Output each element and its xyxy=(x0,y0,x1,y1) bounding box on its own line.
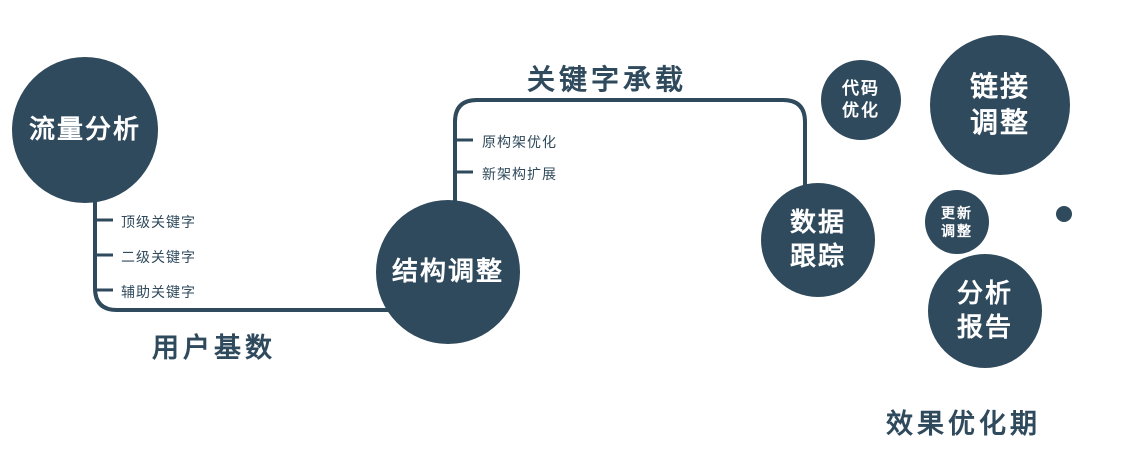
node-traffic-analysis-label: 流量分析 xyxy=(28,114,141,145)
tick-label-top-keyword: 顶级关键字 xyxy=(121,214,196,230)
node-traffic-analysis: 流量分析 xyxy=(12,57,158,203)
node-analysis-report: 分析 报告 xyxy=(928,254,1042,368)
node-link-adjustment: 链接 调整 xyxy=(930,35,1070,175)
caption-effect-optimization-period: 效果优化期 xyxy=(886,409,1041,439)
tick-label-auxiliary-keyword: 辅助关键字 xyxy=(121,284,196,300)
node-analysis-report-line2: 报告 xyxy=(956,312,1013,342)
edge-traffic-to-structure xyxy=(93,185,410,312)
dot-marker xyxy=(1056,206,1072,222)
node-update-adjustment-line1: 更新 xyxy=(941,204,973,221)
node-code-optimization-line2: 优化 xyxy=(842,101,880,120)
node-code-optimization: 代码 优化 xyxy=(821,60,901,140)
node-data-tracking-line1: 数据 xyxy=(789,207,846,238)
node-structure-adjustment-label: 结构调整 xyxy=(391,256,504,287)
edge-structure-to-tracking xyxy=(453,98,807,215)
node-update-adjustment: 更新 调整 xyxy=(925,190,989,254)
node-analysis-report-line1: 分析 xyxy=(956,278,1013,309)
node-data-tracking-line2: 跟踪 xyxy=(789,241,846,271)
edge-label-keyword-carrying: 关键字承载 xyxy=(527,64,688,95)
node-code-optimization-line1: 代码 xyxy=(842,78,880,98)
edge-label-user-base: 用户基数 xyxy=(152,333,276,363)
tick-label-original-architecture: 原构架优化 xyxy=(482,134,557,150)
node-structure-adjustment: 结构调整 xyxy=(376,200,520,344)
node-update-adjustment-line2: 调整 xyxy=(941,223,973,239)
tick-label-second-keyword: 二级关键字 xyxy=(121,249,196,265)
node-link-adjustment-line1: 链接 xyxy=(969,70,1030,102)
node-link-adjustment-line2: 调整 xyxy=(969,107,1030,138)
tick-label-new-architecture: 新架构扩展 xyxy=(482,166,557,182)
node-data-tracking: 数据 跟踪 xyxy=(761,183,875,297)
